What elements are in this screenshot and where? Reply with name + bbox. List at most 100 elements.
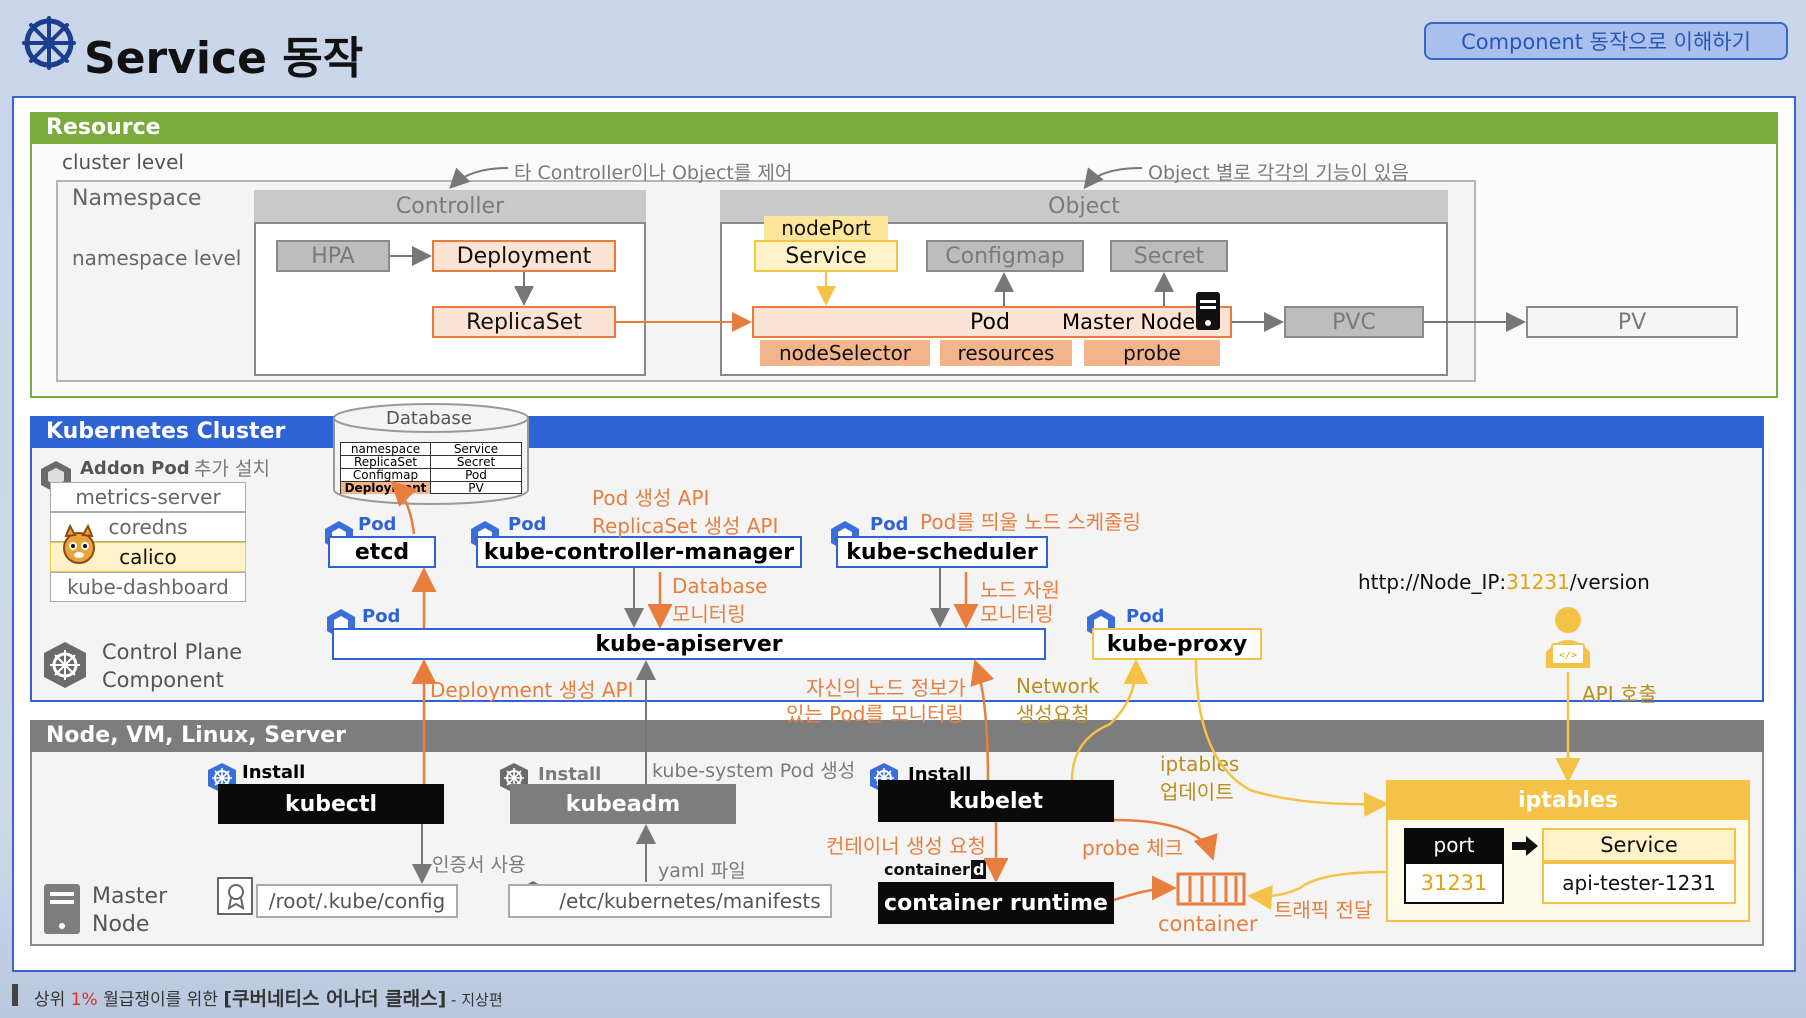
pv-box: PV [1526,306,1738,338]
node-info-2: 있는 Pod를 모니터링 [786,702,964,726]
addon-label: coredns [108,515,188,539]
footer-mid: 월급쟁이를 위한 [97,990,224,1010]
install-label: Install [242,762,306,783]
db-cell: Service [431,443,521,456]
kube-config-label: /root/.kube/config [268,889,446,913]
db-cell: PV [468,481,484,495]
topic-badge: Component 동작으로 이해하기 [1424,22,1788,60]
etcd-label: etcd [354,539,410,565]
controller-title: Controller [254,190,646,224]
master-node-icon [42,882,82,936]
pod-tag: Pod [508,514,547,535]
kube-proxy-box: kube-proxy [1092,628,1262,660]
namespace-level-label: namespace level [72,246,242,270]
port-value: 31231 [1404,862,1504,904]
deployment-box: Deployment [432,240,616,272]
kubectl-label: kubectl [284,791,378,817]
resources-tag: resources [940,340,1072,366]
nodeselector-label: nodeSelector [778,341,912,365]
port-header-label: port [1433,833,1475,857]
calico-cat-icon [60,523,98,566]
footer-course: [쿠버네티스 어나더 클래스] [223,988,447,1010]
apiserver-label: kube-apiserver [595,631,783,657]
node-header-label: Node, VM, Linux, Server [46,723,346,748]
pvc-label: PVC [1332,309,1376,335]
container-icon [1176,870,1246,906]
kubectl-box: kubectl [218,784,444,824]
manifests-path: /etc/kubernetes/manifests [508,884,832,918]
pod-box [752,306,1232,338]
db-cell: Secret [431,456,521,469]
footer-bar [12,984,18,1006]
scheduler-label: kube-scheduler [846,539,1038,565]
resource-header-label: Resource [46,115,161,140]
master-node-label: Master Node [1062,310,1196,334]
replicaset-label: ReplicaSet [466,309,582,335]
service-box: Service [754,240,898,272]
container-runtime-box: container runtime [878,882,1114,924]
svc-value: api-tester-1231 [1542,862,1736,904]
network-note-2: 생성요청 [1016,702,1090,726]
kubeadm-box: kubeadm [510,784,736,824]
database-title: Database [386,408,472,429]
install-label: Install [908,764,972,785]
kube-config-path: /root/.kube/config [256,884,458,918]
kubernetes-logo-icon [22,16,76,70]
resource-header [30,112,1778,144]
control-plane-icon [40,640,90,690]
addon-label: metrics-server [75,485,221,509]
etcd-box: etcd [328,536,436,568]
node-info-1: 자신의 노드 정보가 [806,676,966,700]
addon-kube-dashboard: kube-dashboard [50,572,246,602]
node-res-2: 모니터링 [980,602,1054,626]
db-monitor-1: Database [672,574,768,598]
control-plane-label-2: Component [102,668,224,692]
api-url: http://Node_IP:31231/version [1358,570,1650,594]
api-url-suffix: /version [1569,570,1650,594]
replicaset-box: ReplicaSet [432,306,616,338]
deploy-api-note: Deployment 생성 API [430,678,634,702]
configmap-label: Configmap [945,243,1065,269]
resources-label: resources [957,341,1055,365]
network-note-1: Network [1016,674,1100,698]
container-create-note: 컨테이너 생성 요청 [826,834,986,858]
db-cell: Configmap [341,469,431,482]
pv-label: PV [1617,309,1647,335]
certificate-icon [214,874,258,918]
manifests-label: /etc/kubernetes/manifests [559,889,821,913]
configmap-box: Configmap [926,240,1084,272]
api-url-port: 31231 [1506,570,1570,594]
addon-metrics-server: metrics-server [50,482,246,512]
nodeport-tag: nodePort [764,216,888,240]
pod-tag: Pod [1126,606,1165,627]
kubelet-box: kubelet [878,780,1114,822]
pod-tag: Pod [870,514,909,535]
db-cell: namespace [341,443,431,456]
right-arrow-icon [1512,834,1540,858]
probe-tag: probe [1084,340,1220,366]
object-note: Object 별로 각각의 기능이 있음 [1148,162,1409,184]
cluster-header [30,416,1764,448]
nodeselector-tag: nodeSelector [760,340,930,366]
server-icon [1196,292,1220,330]
controller-manager-box: kube-controller-manager [476,536,802,568]
svc-value-label: api-tester-1231 [1562,871,1716,895]
control-plane-label-1: Control Plane [102,640,243,664]
nodeport-label: nodePort [781,216,871,240]
footer-prefix: 상위 [34,990,71,1010]
addon-label: kube-dashboard [67,575,229,599]
svc-header-label: Service [1600,833,1678,857]
db-cell: ReplicaSet [341,456,431,469]
pod-label: Pod [970,310,1010,335]
master-node-legend-2: Node [92,912,150,937]
service-label: Service [785,243,867,269]
pod-tag: Pod [362,606,401,627]
hpa-label: HPA [311,243,355,269]
footer-highlight: 1% [70,990,98,1010]
svg-text:</>: </> [1559,650,1577,661]
probe-check-note: probe 체크 [1082,836,1183,860]
footer-text: 상위 1% 월급쟁이를 위한 [쿠버네티스 어나더 클래스] - 지상편 [34,984,503,1011]
kube-proxy-label: kube-proxy [1106,631,1248,657]
